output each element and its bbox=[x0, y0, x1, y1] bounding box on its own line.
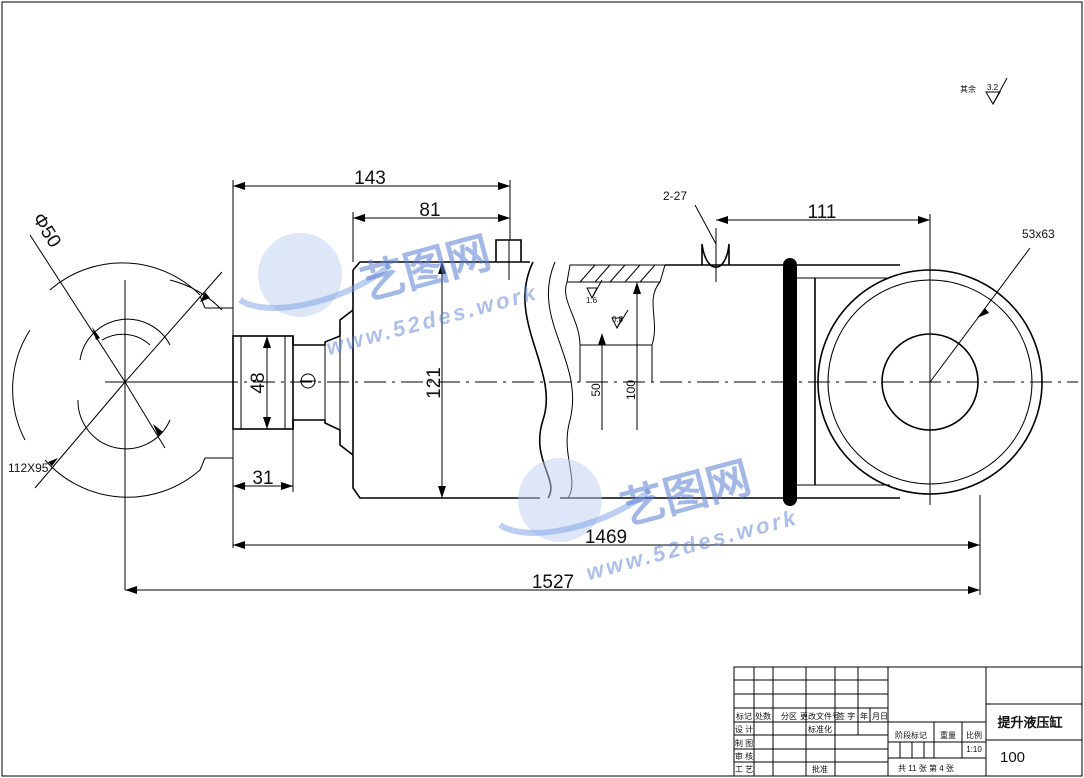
header-cell-1: 分区 bbox=[781, 712, 797, 721]
dim-53x63: 53x63 bbox=[1022, 227, 1055, 241]
dim-31: 31 bbox=[252, 468, 273, 489]
drawing-title: 提升液压缸 bbox=[997, 715, 1062, 730]
dim-48: 48 bbox=[248, 372, 269, 393]
dim-50: 50 bbox=[589, 383, 603, 397]
drawing-code: 100 bbox=[1000, 749, 1025, 766]
scale-label: 比例 bbox=[966, 730, 982, 740]
dim-112x95: 112X95 bbox=[8, 461, 49, 475]
dim-143: 143 bbox=[354, 168, 386, 189]
title-block: 提升液压缸 100 比例 1:10 重量 阶段标记 共 11 张 第 4 张 标… bbox=[733, 666, 1083, 777]
dim-2-27: 2-27 bbox=[663, 189, 687, 203]
header-cell-5: 月 bbox=[872, 712, 880, 721]
sheet-count: 共 11 张 第 4 张 bbox=[898, 763, 954, 773]
stage-label: 阶段标记 bbox=[895, 730, 927, 740]
dim-81: 81 bbox=[419, 200, 440, 221]
rod-end-body bbox=[232, 239, 540, 499]
header-cell-4: 年 bbox=[860, 711, 868, 721]
row-label-0: 标记 bbox=[736, 711, 752, 721]
approve-label: 批准 bbox=[812, 764, 828, 774]
dim-111: 111 bbox=[808, 202, 837, 223]
left-eye-view bbox=[12, 234, 233, 590]
header-cell-6: 日 bbox=[880, 712, 888, 721]
watermark-2: 艺图网 www.52des.work bbox=[498, 453, 801, 585]
row-label-3: 审 核 bbox=[735, 751, 753, 761]
roughness-0-8: 0.8 bbox=[612, 315, 624, 324]
roughness-3-2: 3.2 bbox=[987, 83, 999, 92]
header-cell-2: 更改文件号 bbox=[800, 711, 840, 721]
dimension-lines bbox=[125, 77, 1008, 595]
header-cell-3: 签 字 bbox=[837, 711, 855, 721]
dim-1469: 1469 bbox=[585, 527, 627, 548]
roughness-rest-label: 其余 bbox=[960, 84, 976, 94]
weight-label: 重量 bbox=[940, 730, 956, 740]
clevis-eye bbox=[817, 247, 1043, 505]
row-label-2: 制 图 bbox=[735, 738, 753, 748]
dim-phi50: Φ50 bbox=[28, 210, 65, 252]
roughness-1-6: 1.6 bbox=[586, 296, 598, 305]
row-label-1: 设 计 bbox=[735, 724, 753, 734]
dim-100: 100 bbox=[624, 380, 638, 400]
header-cell-0: 处数 bbox=[755, 711, 771, 721]
row-label-4: 工 艺 bbox=[735, 765, 753, 774]
scale-value: 1:10 bbox=[966, 745, 982, 754]
dim-121: 121 bbox=[424, 367, 445, 399]
dim-1527: 1527 bbox=[532, 572, 574, 593]
std-label: 标准化 bbox=[808, 724, 832, 734]
